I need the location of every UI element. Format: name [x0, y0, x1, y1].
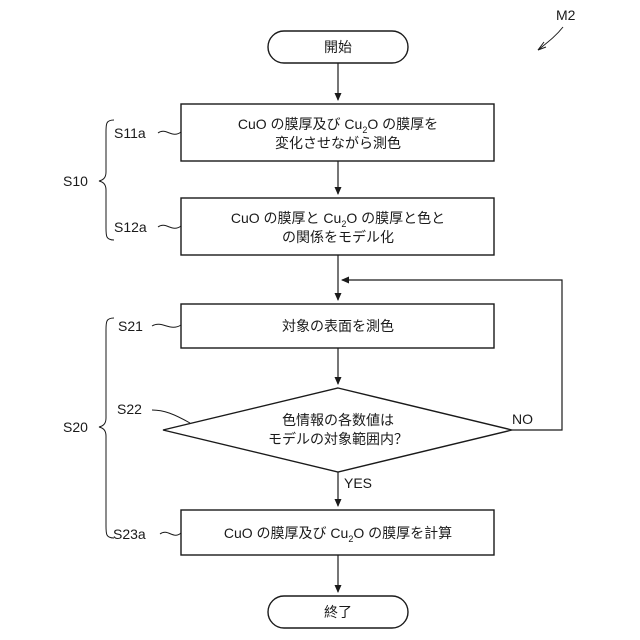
- s22-text-line1: 色情報の各数値は: [282, 412, 394, 428]
- s11a-leader: [158, 131, 181, 134]
- s11a-box: [181, 104, 494, 161]
- s22-step-label: S22: [117, 401, 142, 417]
- figure-id-pointer: [538, 27, 563, 50]
- s21-leader: [152, 324, 181, 327]
- s20-brace: [99, 318, 114, 538]
- figure-id-pointer-head: [538, 42, 546, 50]
- yes-label: YES: [344, 475, 372, 491]
- end-label: 終了: [324, 604, 352, 620]
- s11a-text-line2: 変化させながら測色: [275, 135, 401, 151]
- s20-group-label: S20: [63, 419, 88, 435]
- s22-text-line2: モデルの対象範囲内？: [268, 431, 408, 447]
- s21-step-label: S21: [118, 318, 143, 334]
- s22-decision: [163, 388, 512, 472]
- s21-text: 対象の表面を測色: [282, 318, 394, 334]
- s22-leader: [152, 410, 190, 423]
- s10-brace: [99, 120, 114, 240]
- s12a-leader: [158, 225, 181, 228]
- start-label: 開始: [324, 39, 352, 55]
- s12a-text-line2: の関係をモデル化: [282, 229, 394, 245]
- figure-id: M2: [556, 7, 576, 23]
- s23a-step-label: S23a: [113, 526, 146, 542]
- s12a-step-label: S12a: [114, 219, 147, 235]
- s12a-box: [181, 198, 494, 255]
- s23a-leader: [160, 532, 181, 535]
- s11a-step-label: S11a: [114, 125, 146, 141]
- no-label: NO: [512, 411, 533, 427]
- s10-group-label: S10: [63, 173, 88, 189]
